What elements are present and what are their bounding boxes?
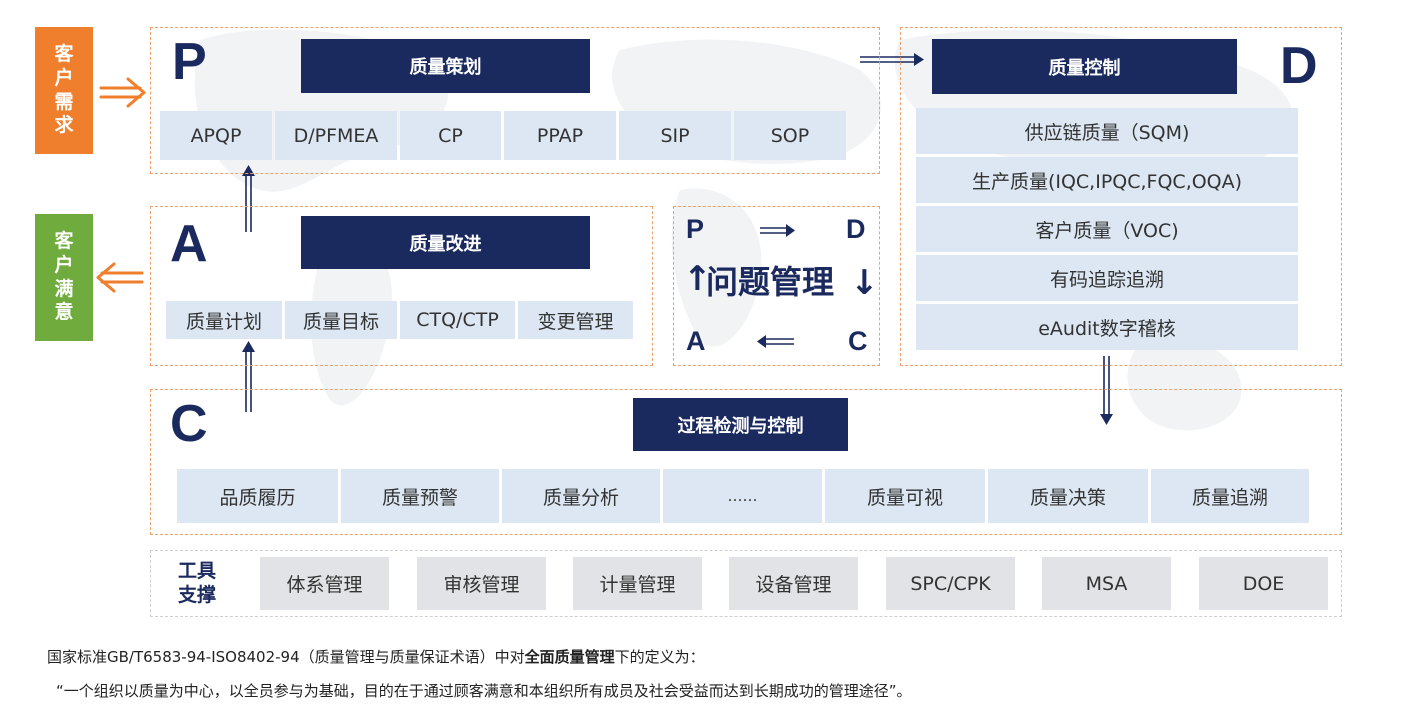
customer-demand-char: 需	[54, 90, 74, 113]
tool-metrology-mgmt: 计量管理	[573, 557, 702, 610]
customer-demand-char: 客	[54, 43, 74, 65]
plan-item-sop: SOP	[734, 111, 846, 160]
tool-doe: DOE	[1199, 557, 1328, 610]
check-item-decision: 质量决策	[988, 469, 1148, 523]
do-section	[900, 27, 1342, 366]
tools-label-line: 工具	[178, 560, 217, 582]
check-item-analysis: 质量分析	[502, 469, 660, 523]
cycle-c-to-a-arrow-icon	[757, 335, 794, 348]
demand-arrow-icon	[99, 77, 146, 108]
cycle-up-arrow-icon: ↑	[683, 259, 712, 299]
check-to-act-arrow-icon	[242, 341, 255, 412]
customer-demand-char: 户	[54, 66, 74, 89]
plan-to-do-arrow-icon	[860, 53, 924, 66]
definition-quote: “一个组织以质量为中心，以全员参与为基础，目的在于通过顾客满意和本组织所有成员及…	[56, 682, 912, 700]
do-item-voc: 客户质量（VOC)	[916, 206, 1298, 252]
act-item-ctq-ctp: CTQ/CTP	[400, 301, 515, 339]
check-items: 品质履历 质量预警 质量分析 …… 质量可视 质量决策 质量追溯	[177, 469, 1309, 523]
do-items: 供应链质量（SQM) 生产质量(IQC,IPQC,FQC,OQA) 客户质量（V…	[916, 108, 1298, 350]
check-item-history: 品质履历	[177, 469, 338, 523]
definition-source-suffix: 下的定义为：	[614, 648, 705, 666]
tool-msa: MSA	[1042, 557, 1171, 610]
do-letter: D	[1280, 37, 1318, 95]
tool-system-mgmt: 体系管理	[260, 557, 389, 610]
definition-source-bold: 全面质量管理	[524, 648, 615, 666]
act-item-change-mgmt: 变更管理	[518, 301, 633, 339]
customer-satisfaction-char: 满	[54, 277, 74, 300]
do-item-code-tracking: 有码追踪追溯	[916, 255, 1298, 301]
check-item-ellipsis: ……	[663, 469, 822, 523]
cycle-down-arrow-icon: ↓	[850, 263, 879, 303]
cycle-p-letter: P	[686, 214, 705, 244]
act-item-quality-plan: 质量计划	[166, 301, 282, 339]
cycle-a-letter: A	[686, 326, 706, 356]
check-item-traceback: 质量追溯	[1151, 469, 1309, 523]
do-title: 质量控制	[932, 39, 1237, 94]
check-item-warning: 质量预警	[341, 469, 499, 523]
definition-source: 国家标准GB/T6583-94-ISO8402-94（质量管理与质量保证术语）中…	[47, 646, 705, 667]
cycle-title: 问题管理	[706, 263, 835, 301]
plan-item-dpfmea: D/PFMEA	[275, 111, 397, 160]
plan-section	[150, 27, 880, 174]
definition-source-prefix: 国家标准GB/T6583-94-ISO8402-94（质量管理与质量保证术语）中…	[47, 648, 525, 666]
act-section	[150, 206, 653, 366]
act-items: 质量计划 质量目标 CTQ/CTP 变更管理	[166, 301, 633, 339]
tools-label-line: 支撑	[178, 583, 217, 606]
do-item-eaudit: eAudit数字稽核	[916, 304, 1298, 350]
problem-management-cycle	[673, 206, 880, 366]
plan-item-ppap: PPAP	[504, 111, 616, 160]
do-item-production-quality: 生产质量(IQC,IPQC,FQC,OQA)	[916, 157, 1298, 203]
tools-label: 工具 支撑	[178, 560, 216, 608]
tools-section	[150, 550, 1342, 617]
tool-spc-cpk: SPC/CPK	[886, 557, 1015, 610]
customer-satisfaction-box: 客 户 满 意	[35, 214, 93, 341]
act-letter: A	[170, 215, 208, 273]
act-item-quality-goal: 质量目标	[285, 301, 397, 339]
tool-equipment-mgmt: 设备管理	[729, 557, 858, 610]
customer-demand-char: 求	[54, 114, 74, 137]
customer-demand-box: 客 户 需 求	[35, 27, 93, 154]
plan-item-apqp: APQP	[160, 111, 272, 160]
plan-item-cp: CP	[400, 111, 501, 160]
plan-letter: P	[172, 33, 207, 91]
plan-items: APQP D/PFMEA CP PPAP SIP SOP	[160, 111, 846, 160]
cycle-d-letter: D	[846, 214, 866, 244]
customer-satisfaction-char: 户	[54, 253, 74, 276]
cycle-p-to-d-arrow-icon	[760, 224, 795, 237]
plan-item-sip: SIP	[619, 111, 731, 160]
check-letter: C	[170, 395, 208, 453]
plan-title: 质量策划	[301, 39, 590, 93]
customer-satisfaction-char: 意	[54, 301, 74, 324]
tool-audit-mgmt: 审核管理	[417, 557, 546, 610]
check-title: 过程检测与控制	[633, 398, 848, 451]
satisfaction-arrow-icon	[96, 262, 144, 293]
customer-satisfaction-char: 客	[54, 230, 74, 252]
cycle-c-letter: C	[848, 326, 868, 356]
check-item-visual: 质量可视	[825, 469, 985, 523]
check-section	[150, 389, 1342, 535]
do-item-sqm: 供应链质量（SQM)	[916, 108, 1298, 154]
act-title: 质量改进	[301, 216, 590, 269]
